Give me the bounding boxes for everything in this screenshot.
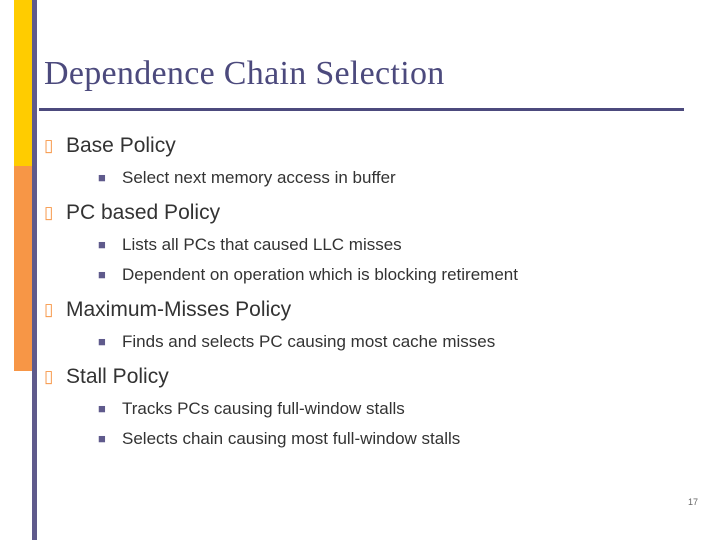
small-square-bullet-icon: ■ [98,334,106,349]
bullet-level2: ■ Selects chain causing most full-window… [98,426,694,451]
decor-bar-purple [32,0,37,540]
bullet-level2-label: Lists all PCs that caused LLC misses [122,235,402,254]
bullet-level1: ▯ Base Policy [44,132,694,160]
bullet-level1: ▯ Stall Policy [44,363,694,391]
bullet-level1: ▯ Maximum-Misses Policy [44,296,694,324]
small-square-bullet-icon: ■ [98,401,106,416]
small-square-bullet-icon: ■ [98,237,106,252]
small-square-bullet-icon: ■ [98,267,106,282]
bullet-group: ▯ Maximum-Misses Policy ■ Finds and sele… [44,296,694,354]
bullet-level2-label: Selects chain causing most full-window s… [122,429,461,448]
bullet-group: ▯ Base Policy ■ Select next memory acces… [44,132,694,190]
square-bullet-icon: ▯ [44,367,54,386]
page-number: 17 [687,497,698,507]
bullet-level1-label: Maximum-Misses Policy [66,298,292,321]
slide-title: Dependence Chain Selection [44,55,445,92]
small-square-bullet-icon: ■ [98,170,106,185]
decor-bar-orange [14,166,32,371]
square-bullet-icon: ▯ [44,136,54,155]
decor-bar-white [14,371,32,540]
bullet-level1: ▯ PC based Policy [44,199,694,227]
bullet-level2: ■ Select next memory access in buffer [98,165,694,190]
bullet-level2: ■ Tracks PCs causing full-window stalls [98,396,694,421]
bullet-level1-label: PC based Policy [66,201,221,224]
slide-body: ▯ Base Policy ■ Select next memory acces… [44,126,694,460]
bullet-level2: ■ Dependent on operation which is blocki… [98,262,694,287]
bullet-level2-label: Tracks PCs causing full-window stalls [122,399,405,418]
bullet-group: ▯ PC based Policy ■ Lists all PCs that c… [44,199,694,287]
decor-bar-yellow [14,0,32,166]
bullet-level2-label: Finds and selects PC causing most cache … [122,332,496,351]
bullet-level2-label: Dependent on operation which is blocking… [122,265,518,284]
square-bullet-icon: ▯ [44,203,54,222]
small-square-bullet-icon: ■ [98,431,106,446]
bullet-level2: ■ Lists all PCs that caused LLC misses [98,232,694,257]
bullet-level1-label: Stall Policy [66,365,169,388]
bullet-level2-label: Select next memory access in buffer [122,168,396,187]
bullet-level1-label: Base Policy [66,134,176,157]
title-divider [39,108,684,111]
bullet-group: ▯ Stall Policy ■ Tracks PCs causing full… [44,363,694,451]
square-bullet-icon: ▯ [44,300,54,319]
bullet-level2: ■ Finds and selects PC causing most cach… [98,329,694,354]
